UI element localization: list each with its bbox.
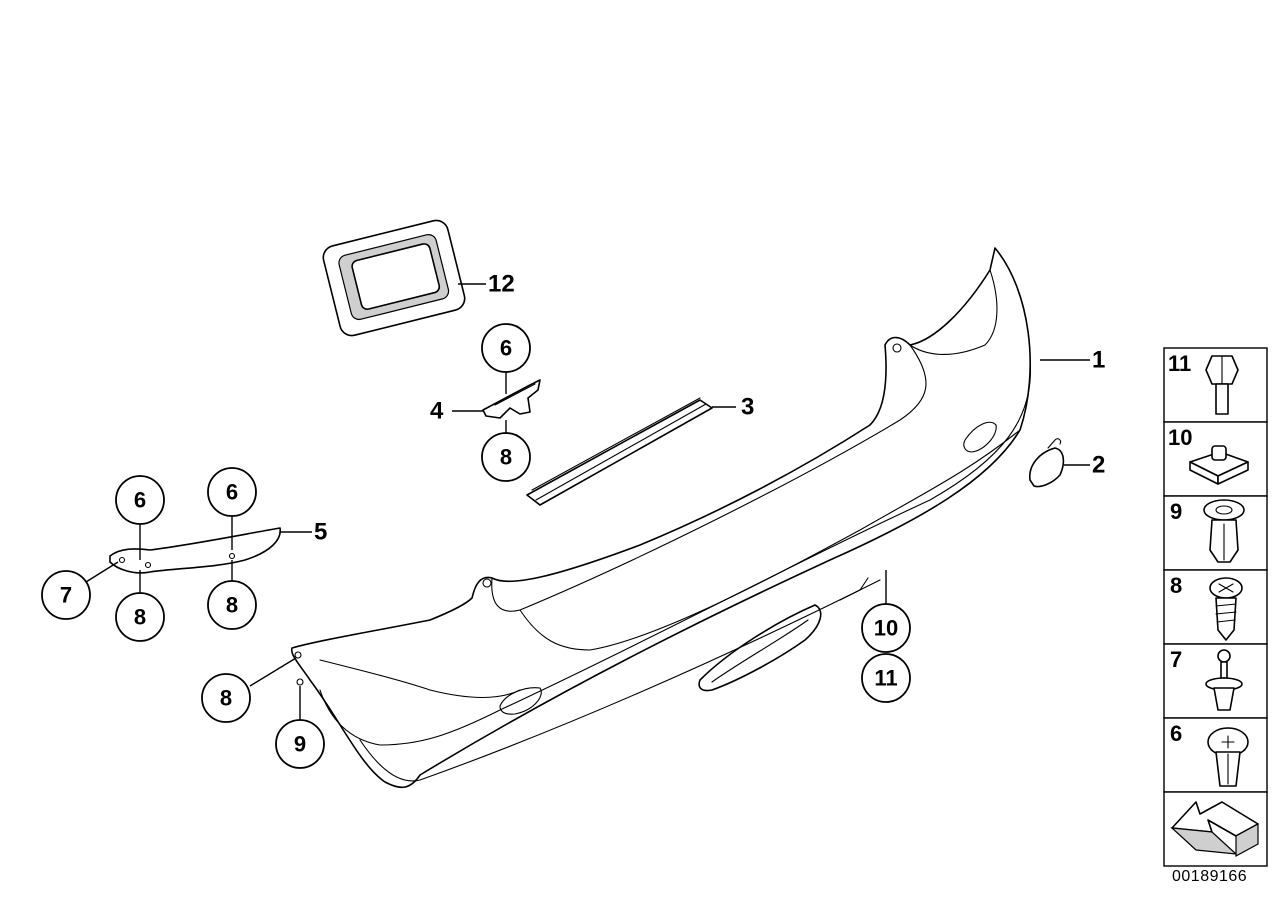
callout-5-label: 5 <box>314 519 327 546</box>
callout-circle-6-left-a: 6 <box>115 475 165 525</box>
callout-circle-8-top: 8 <box>481 432 531 482</box>
side-bracket <box>109 527 281 574</box>
reflector-pad <box>322 219 466 337</box>
legend-number: 8 <box>1170 573 1182 598</box>
moulding-strip <box>526 397 713 506</box>
callout-circle-6-top: 6 <box>481 323 531 373</box>
callout-circle-11: 11 <box>861 653 911 703</box>
callout-3-label: 3 <box>741 394 754 421</box>
callout-2: 2 <box>1092 452 1105 479</box>
expanding-clip-icon <box>1207 727 1249 787</box>
legend-item-7: 7 <box>1163 643 1268 719</box>
legend-item-10: 10 <box>1163 421 1268 497</box>
callout-4-label: 4 <box>430 398 444 425</box>
callout-6-label: 6 <box>500 336 512 361</box>
hex-bolt-icon <box>1205 355 1239 415</box>
clip-nut-icon <box>1189 445 1249 485</box>
cover-cap <box>1029 438 1065 488</box>
callout-circle-8-bumper: 8 <box>201 673 251 723</box>
callout-circle-8-left-b: 8 <box>207 580 257 630</box>
callout-7-label: 7 <box>60 583 72 608</box>
callout-8-label: 8 <box>500 445 512 470</box>
callout-circle-9-bumper: 9 <box>275 719 325 769</box>
callout-11-label: 11 <box>874 666 897 691</box>
callout-circle-10: 10 <box>861 603 911 653</box>
callout-2-label: 2 <box>1092 452 1105 479</box>
callout-1-label: 1 <box>1092 347 1105 374</box>
expanding-rivet-icon <box>1203 499 1245 563</box>
callout-8-label: 8 <box>226 593 238 618</box>
legend-number: 11 <box>1168 351 1191 376</box>
callout-12-label: 12 <box>488 271 515 298</box>
callout-9-label: 9 <box>294 732 306 757</box>
callout-3: 3 <box>741 394 754 421</box>
callout-circle-7: 7 <box>41 570 91 620</box>
callout-4: 4 <box>430 398 444 425</box>
diagram-id: 00189166 <box>1172 868 1248 885</box>
callout-circle-6-left-b: 6 <box>207 467 257 517</box>
fastener-legend: 11 10 9 <box>1163 347 1268 867</box>
screw-icon <box>1209 577 1243 641</box>
small-bracket <box>482 379 541 419</box>
callout-12: 12 <box>488 271 515 298</box>
legend-item-11: 11 <box>1163 347 1268 423</box>
callout-1: 1 <box>1092 347 1105 374</box>
callout-6-label: 6 <box>226 480 238 505</box>
callout-8-label: 8 <box>134 605 146 630</box>
push-pin-icon <box>1205 649 1243 711</box>
leader-lines <box>85 283 1090 720</box>
callout-8-label: 8 <box>220 686 232 711</box>
callout-5: 5 <box>314 519 327 546</box>
legend-number: 7 <box>1170 647 1182 672</box>
callout-circle-8-left-a: 8 <box>115 592 165 642</box>
legend-number: 6 <box>1170 721 1182 746</box>
legend-item-9: 9 <box>1163 495 1268 571</box>
legend-item-6: 6 <box>1163 717 1268 793</box>
rear-bumper <box>290 247 1032 789</box>
legend-number: 10 <box>1168 425 1192 450</box>
legend-item-arrow <box>1163 791 1268 867</box>
legend-item-8: 8 <box>1163 569 1268 645</box>
direction-arrow-icon <box>1170 801 1259 858</box>
callout-10-label: 10 <box>874 616 898 641</box>
legend-number: 9 <box>1170 499 1182 524</box>
callout-6-label: 6 <box>134 488 146 513</box>
